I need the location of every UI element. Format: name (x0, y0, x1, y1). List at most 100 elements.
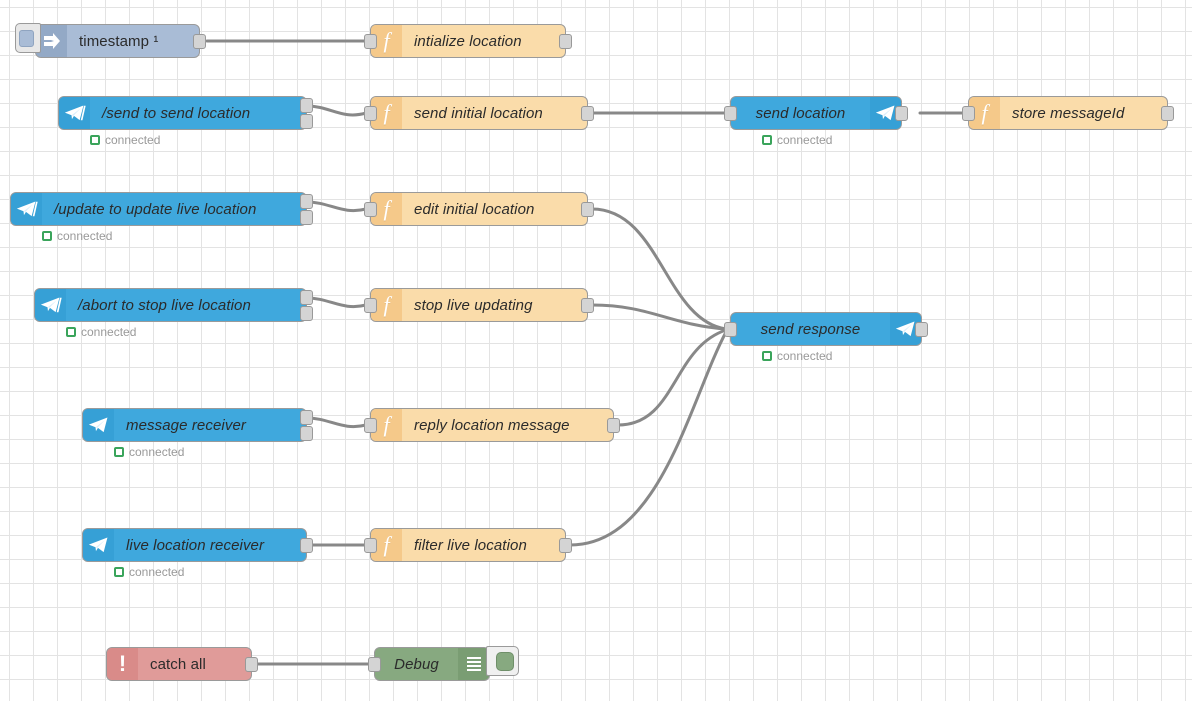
node-label: edit initial location (414, 200, 535, 218)
wire-reply-location-message-to-send-response[interactable] (616, 328, 728, 427)
inject-trigger-button[interactable] (15, 23, 41, 53)
node-label: live location receiver (126, 536, 265, 554)
node-live-location-receiver[interactable]: live location receiver (82, 528, 313, 562)
wire-send-command-to-send-initial-location[interactable] (305, 104, 368, 117)
node-icon-box (83, 409, 114, 441)
node-catch-all[interactable]: ! catch all (106, 647, 258, 681)
status-label: connected (129, 445, 185, 459)
node-send-command[interactable]: /send to send location (58, 96, 313, 130)
output-port[interactable] (581, 298, 594, 313)
output-port[interactable] (300, 98, 313, 113)
node-label: catch all (150, 655, 206, 673)
output-port[interactable] (300, 114, 313, 129)
node-body: message receiver (83, 409, 306, 441)
node-icon-box (59, 97, 90, 129)
input-port[interactable] (724, 322, 737, 337)
node-label: /send to send location (102, 104, 251, 122)
status-indicator-icon (90, 135, 100, 145)
debug-enable-toggle[interactable] (486, 646, 519, 676)
wire-message-receiver-to-reply-location-message[interactable] (305, 416, 368, 429)
output-port[interactable] (895, 106, 908, 121)
wire-edit-initial-location-to-send-response[interactable] (590, 207, 728, 331)
node-debug[interactable]: Debug (368, 646, 519, 681)
input-port[interactable] (364, 34, 377, 49)
node-body: send response (731, 313, 921, 345)
output-port[interactable] (607, 418, 620, 433)
output-port[interactable] (300, 290, 313, 305)
output-port[interactable] (300, 426, 313, 441)
telegram-command-icon (64, 103, 86, 123)
node-abort-command[interactable]: /abort to stop live location (34, 288, 313, 322)
function-f-icon: f (383, 196, 390, 221)
node-send-location[interactable]: send location (724, 96, 908, 130)
node-body: /send to send location (59, 97, 306, 129)
node-edit-initial-location[interactable]: f edit initial location (364, 192, 594, 226)
node-icon-box (11, 193, 42, 225)
input-port[interactable] (364, 418, 377, 433)
wire-abort-command-to-stop-live-updating[interactable] (305, 296, 368, 309)
node-status-live-location-receiver: connected (114, 565, 184, 579)
telegram-command-icon (16, 199, 38, 219)
node-label: filter live location (414, 536, 527, 554)
output-port[interactable] (559, 538, 572, 553)
wire-update-command-to-edit-initial-location[interactable] (305, 200, 368, 213)
input-port[interactable] (962, 106, 975, 121)
node-icon-box: ! (107, 648, 138, 680)
status-indicator-icon (42, 231, 52, 241)
input-port[interactable] (364, 106, 377, 121)
output-port[interactable] (300, 410, 313, 425)
input-port[interactable] (368, 657, 381, 672)
input-port[interactable] (364, 538, 377, 553)
telegram-icon (895, 319, 917, 339)
status-label: connected (777, 133, 833, 147)
input-port[interactable] (724, 106, 737, 121)
node-label: reply location message (414, 416, 570, 434)
output-port[interactable] (1161, 106, 1174, 121)
status-label: connected (129, 565, 185, 579)
node-label: store messageId (1012, 104, 1125, 122)
node-update-command[interactable]: /update to update live location (10, 192, 313, 226)
status-indicator-icon (66, 327, 76, 337)
node-body: timestamp ¹ (36, 25, 199, 57)
wire-stop-live-updating-to-send-response[interactable] (590, 303, 728, 331)
output-port[interactable] (300, 210, 313, 225)
node-timestamp[interactable]: timestamp ¹ (15, 23, 206, 58)
output-port[interactable] (300, 538, 313, 553)
input-port[interactable] (364, 202, 377, 217)
node-status-message-receiver: connected (114, 445, 184, 459)
node-status-send-location: connected (762, 133, 832, 147)
output-port[interactable] (581, 202, 594, 217)
node-body: /update to update live location (11, 193, 306, 225)
telegram-icon (88, 415, 110, 435)
node-body: ! catch all (107, 648, 251, 680)
status-label: connected (57, 229, 113, 243)
node-body: live location receiver (83, 529, 306, 561)
node-message-receiver[interactable]: message receiver (82, 408, 313, 442)
output-port[interactable] (300, 306, 313, 321)
status-label: connected (777, 349, 833, 363)
debug-toggle-face (496, 651, 514, 671)
output-port[interactable] (193, 34, 206, 49)
input-port[interactable] (364, 298, 377, 313)
node-send-response[interactable]: send response (724, 312, 928, 346)
debug-lines-icon (466, 656, 482, 673)
output-port[interactable] (559, 34, 572, 49)
output-port[interactable] (245, 657, 258, 672)
output-port[interactable] (300, 194, 313, 209)
output-port[interactable] (915, 322, 928, 337)
function-f-icon: f (383, 100, 390, 125)
node-status-update-command: connected (42, 229, 112, 243)
output-port[interactable] (581, 106, 594, 121)
node-body: /abort to stop live location (35, 289, 306, 321)
status-label: connected (105, 133, 161, 147)
